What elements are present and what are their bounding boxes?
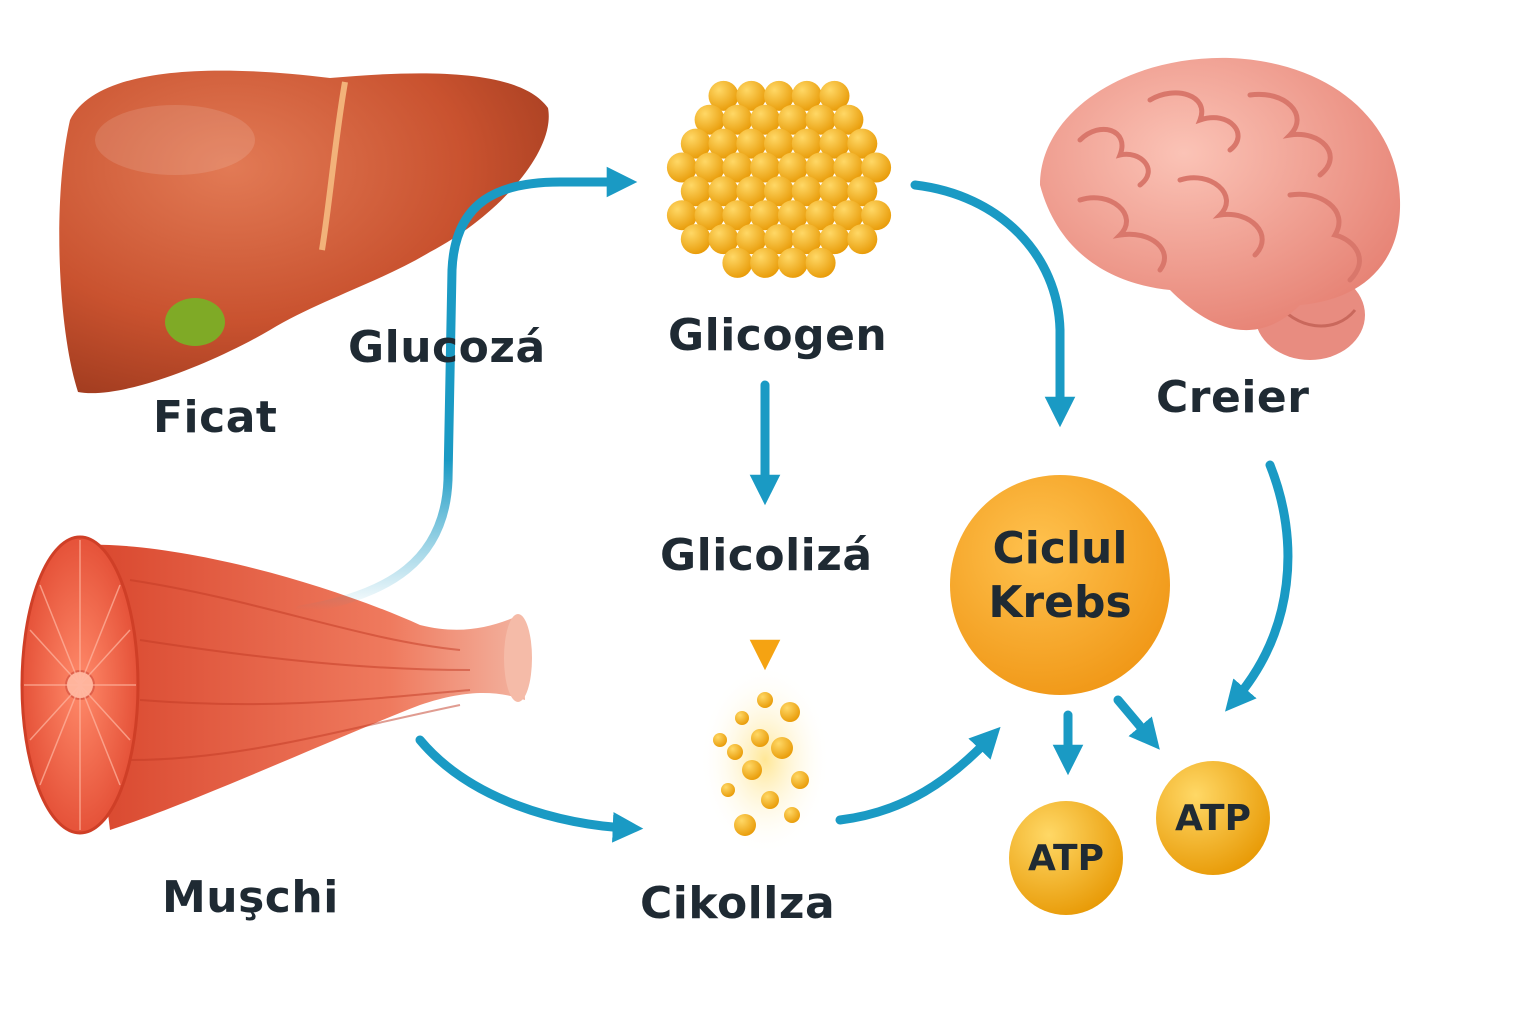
glycogen-sphere: [791, 224, 822, 255]
pyruvate-particle: [784, 807, 800, 823]
glycogen-sphere: [847, 224, 878, 255]
glycogen-sphere: [736, 224, 767, 255]
glycogen-sphere: [791, 80, 822, 111]
glycogen-sphere: [805, 200, 836, 231]
glycogen-sphere: [708, 224, 739, 255]
glycogen-sphere: [819, 224, 850, 255]
pyruvate-particle: [791, 771, 809, 789]
pyruvate-particle: [727, 744, 743, 760]
pyruvate-particle: [721, 783, 735, 797]
glycogen-sphere: [819, 80, 850, 111]
glycogen-sphere: [819, 176, 850, 207]
arrow-glycogen-to-krebs: [910, 180, 1076, 428]
pyruvate-particle: [742, 760, 762, 780]
pyruvate-particle: [751, 729, 769, 747]
liver-icon: [59, 70, 549, 394]
label-krebs: Ciclul Krebs: [960, 522, 1160, 630]
brain-icon: [1040, 57, 1401, 360]
glycogen-sphere: [666, 152, 697, 183]
label-glucoza: Glucozá: [348, 322, 546, 373]
pyruvate-particle: [780, 702, 800, 722]
glycogen-sphere: [777, 104, 808, 135]
glycogen-sphere: [764, 80, 794, 111]
pyruvate-particle: [757, 692, 773, 708]
glycogen-sphere: [805, 247, 836, 278]
glycogen-sphere: [694, 104, 725, 135]
label-atp-right: ATP: [1174, 798, 1251, 839]
glycogen-sphere: [750, 247, 781, 278]
glycogen-sphere: [847, 176, 878, 207]
glycogen-sphere: [777, 200, 808, 231]
pyruvate-particle: [771, 737, 793, 759]
glycogen-sphere: [805, 104, 836, 135]
atp-circle-right: [1156, 761, 1270, 875]
glycogen-sphere: [736, 128, 767, 159]
glycogen-sphere: [722, 247, 753, 278]
pyruvate-particle: [735, 711, 749, 725]
label-glicogen: Glicogen: [668, 310, 888, 361]
label-muschi: Muşchi: [162, 872, 339, 923]
pyruvate-particle: [761, 791, 779, 809]
glycogen-sphere: [847, 128, 878, 159]
label-krebs-line2: Krebs: [988, 577, 1132, 628]
glycogen-sphere: [861, 200, 892, 231]
glycogen-sphere: [833, 104, 864, 135]
pyruvate-particles-icon: [700, 665, 830, 855]
pyruvate-particle: [734, 814, 756, 836]
label-krebs-line1: Ciclul: [992, 523, 1128, 574]
atp-circle-left: [1009, 801, 1123, 915]
glycogen-sphere: [750, 152, 781, 183]
arrow-brain-to-atp: [1225, 460, 1293, 712]
glycogen-sphere: [833, 200, 864, 231]
glycogen-sphere: [791, 176, 822, 207]
glycogen-sphere: [833, 152, 864, 183]
glycogen-sphere: [805, 152, 836, 183]
glycogen-sphere: [694, 152, 725, 183]
label-glicoliza: Glicolizá: [660, 530, 873, 581]
glycogen-sphere: [722, 104, 753, 135]
pyruvate-particle: [713, 733, 727, 747]
label-atp-left: ATP: [1027, 838, 1104, 879]
arrow-cikollza-to-krebs: [835, 726, 1001, 825]
arrows: [295, 166, 1293, 843]
glycogen-sphere: [736, 176, 767, 207]
glycogen-sphere: [764, 176, 794, 207]
arrow-krebs-to-atp-right: [1113, 695, 1160, 750]
glycogen-sphere: [666, 200, 697, 231]
label-cikollza: Cikollza: [640, 878, 836, 929]
glycogen-sphere: [708, 80, 739, 111]
label-ficat: Ficat: [153, 392, 278, 443]
muscle-icon: [20, 535, 532, 835]
glycogen-sphere: [708, 128, 739, 159]
glycogen-sphere: [722, 152, 753, 183]
glycogen-sphere: [736, 80, 767, 111]
glycogen-sphere: [764, 224, 794, 255]
glycogen-sphere: [694, 200, 725, 231]
glycogen-sphere: [680, 224, 711, 255]
glycogen-sphere: [722, 200, 753, 231]
glycogen-sphere: [777, 247, 808, 278]
arrow-muscle-to-glycogen: [295, 166, 638, 615]
glycogen-sphere: [764, 128, 794, 159]
glycogen-sphere: [708, 176, 739, 207]
krebs-circle: [950, 475, 1170, 695]
glycogen-cluster-icon: [666, 80, 892, 278]
glycogen-sphere: [819, 128, 850, 159]
glycogen-sphere: [750, 104, 781, 135]
glycogen-sphere: [861, 152, 892, 183]
glycogen-sphere: [791, 128, 822, 159]
glycogen-sphere: [680, 128, 711, 159]
glycogen-sphere: [750, 200, 781, 231]
arrow-muscle-to-cikollza: [415, 735, 644, 843]
glycogen-sphere: [680, 176, 711, 207]
label-creier: Creier: [1156, 372, 1310, 423]
glycogen-sphere: [777, 152, 808, 183]
